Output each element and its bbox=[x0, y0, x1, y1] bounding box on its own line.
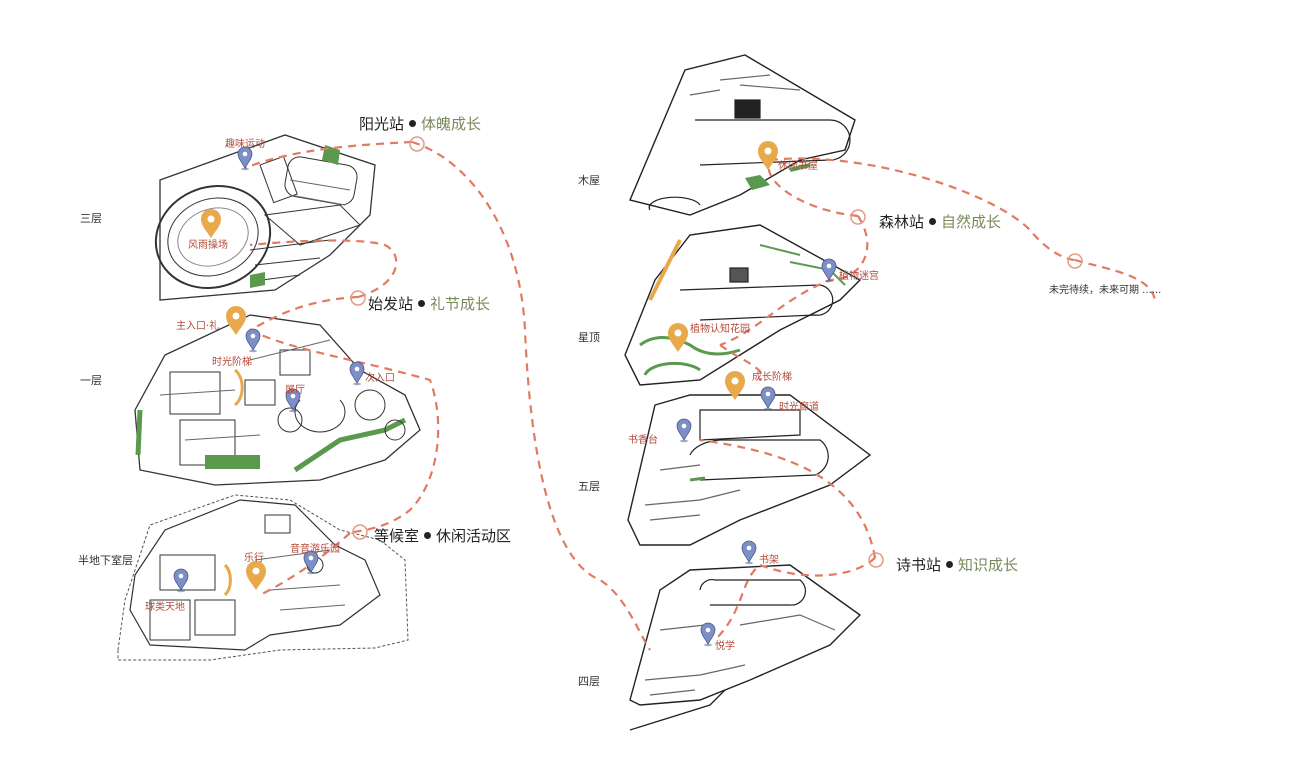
poi-book-shelf: 书架 bbox=[759, 555, 779, 566]
poi-main-entrance: 主入口·礼 bbox=[176, 321, 220, 332]
floor-1-plan bbox=[134, 314, 421, 486]
station-waiting-room: 等候室休闲活动区 bbox=[374, 525, 511, 546]
poi-gallery: 展厅 bbox=[285, 385, 305, 396]
basement-plan bbox=[117, 494, 409, 661]
wood-house-roof-plan bbox=[629, 54, 856, 216]
poi-leisure-wood: 休闲书屋 bbox=[778, 161, 818, 172]
floor-4-plan bbox=[629, 564, 862, 731]
station-forest: 森林站自然成长 bbox=[879, 211, 1001, 232]
floor-label-1: 一层 bbox=[80, 374, 102, 387]
station-name: 始发站 bbox=[368, 295, 414, 313]
floor-label-4: 四层 bbox=[578, 675, 600, 688]
station-circles bbox=[350, 136, 1083, 568]
blue-location-pin-icon bbox=[760, 386, 776, 411]
poi-plant-maze: 植物迷宫 bbox=[839, 271, 879, 282]
station-circle-icon bbox=[850, 209, 866, 225]
blue-location-pin-icon bbox=[349, 361, 365, 386]
station-name: 森林站 bbox=[879, 213, 925, 231]
location-pins bbox=[173, 141, 837, 647]
station-circle-icon bbox=[352, 524, 368, 540]
bullet-dot-icon bbox=[424, 532, 432, 539]
journey-route bbox=[244, 140, 1157, 651]
blue-location-pin-icon bbox=[245, 328, 261, 353]
station-theme: 知识成长 bbox=[958, 556, 1019, 574]
floor-label-5: 五层 bbox=[578, 480, 600, 493]
blue-location-pin-icon bbox=[237, 146, 253, 171]
station-circle-icon bbox=[409, 136, 425, 152]
poi-plant-garden: 植物认知花园 bbox=[690, 324, 750, 335]
blue-location-pin-icon bbox=[700, 622, 716, 647]
station-departure: 始发站礼节成长 bbox=[368, 293, 490, 314]
station-name: 阳光站 bbox=[359, 115, 405, 133]
floor-3-plan bbox=[154, 134, 376, 301]
poi-ball-ground: 球类天地 bbox=[145, 602, 185, 613]
poi-music-walk: 乐行 bbox=[244, 553, 264, 564]
floor-label-basement: 半地下室层 bbox=[78, 554, 133, 567]
poi-music-garden: 音音游乐园 bbox=[290, 544, 340, 555]
orange-location-pin-icon bbox=[668, 323, 688, 352]
poi-fun-sports: 趣味运动 bbox=[225, 139, 265, 150]
floor-label-3: 三层 bbox=[80, 212, 102, 225]
bullet-dot-icon bbox=[946, 561, 954, 568]
station-theme: 休闲活动区 bbox=[436, 527, 512, 545]
bullet-dot-icon bbox=[929, 218, 937, 225]
star-roof-plan bbox=[624, 224, 862, 386]
orange-location-pin-icon bbox=[246, 561, 266, 590]
station-name: 诗书站 bbox=[896, 556, 942, 574]
station-name: 等候室 bbox=[374, 527, 420, 545]
bullet-dot-icon bbox=[409, 120, 417, 127]
station-theme: 体魄成长 bbox=[421, 115, 482, 133]
blue-location-pin-icon bbox=[741, 540, 757, 565]
station-sunshine: 阳光站体魄成长 bbox=[359, 113, 481, 134]
poi-book-stage: 书香台 bbox=[628, 435, 658, 446]
station-poetry: 诗书站知识成长 bbox=[896, 554, 1018, 575]
poi-time-stairs: 时光阶梯 bbox=[212, 357, 252, 368]
floor-5-plan bbox=[627, 394, 872, 546]
poi-growth-stairs: 成长阶梯 bbox=[752, 372, 792, 383]
poi-rain-field: 风雨操场 bbox=[188, 240, 228, 251]
station-circle-icon bbox=[350, 290, 366, 306]
orange-location-pin-icon bbox=[201, 209, 221, 238]
floor-label-wood-house: 木屋 bbox=[578, 174, 600, 187]
ending-text: 未完待续，未来可期 ...... bbox=[1049, 285, 1162, 296]
blue-location-pin-icon bbox=[676, 418, 692, 443]
poi-time-corridor: 时光廊道 bbox=[779, 402, 819, 413]
station-circle-icon bbox=[868, 552, 884, 568]
station-circle-icon bbox=[1067, 253, 1083, 269]
floor-label-star-roof: 星顶 bbox=[578, 331, 600, 344]
poi-reading: 悦学 bbox=[715, 641, 735, 652]
station-theme: 自然成长 bbox=[941, 213, 1002, 231]
blue-location-pin-icon bbox=[173, 568, 189, 593]
orange-location-pin-icon bbox=[226, 306, 246, 335]
bullet-dot-icon bbox=[418, 300, 426, 307]
blue-location-pin-icon bbox=[821, 258, 837, 283]
station-theme: 礼节成长 bbox=[430, 295, 491, 313]
poi-side-entrance: 次入口 bbox=[365, 373, 395, 384]
orange-location-pin-icon bbox=[758, 141, 778, 170]
